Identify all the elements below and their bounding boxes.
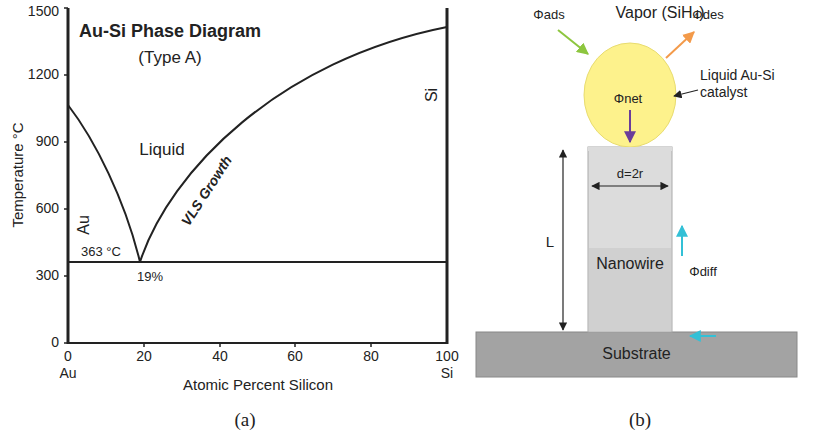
- panel-label: (b): [629, 410, 651, 431]
- node-text: Nanowire: [588, 255, 672, 273]
- axis-tick: 1200: [28, 67, 59, 82]
- substrate: Substrate: [476, 332, 797, 377]
- phase-label: Au: [75, 215, 93, 235]
- axis-tick: 0: [51, 335, 59, 350]
- flux-label: Φads: [533, 8, 564, 22]
- flux-label: Φdiff: [689, 265, 716, 279]
- node-text: Substrate: [476, 345, 797, 363]
- chart-subtitle: (Type A): [138, 49, 201, 68]
- phase-diagram: [64, 8, 448, 347]
- eutectic-comp: 19%: [137, 270, 163, 284]
- axis-tick: 40: [212, 349, 228, 364]
- chart-title: Au-Si Phase Diagram: [79, 22, 261, 42]
- axis-end-label: Au: [59, 366, 76, 381]
- axis-tick: 20: [136, 349, 152, 364]
- panel-label: (a): [234, 410, 255, 431]
- phase-label: Si: [423, 88, 441, 102]
- nanowire-schematic: [476, 30, 797, 377]
- flux-label: Φnet: [614, 92, 642, 106]
- axis-tick: 100: [435, 349, 458, 364]
- dimension-label: L: [546, 234, 554, 251]
- curve-label: VLS Growth: [179, 153, 236, 229]
- axis-tick: 1500: [28, 4, 59, 19]
- vapor-label: Vapor (SiH₄): [616, 4, 705, 22]
- axis-tick: 80: [363, 349, 379, 364]
- axis-tick: 300: [36, 268, 59, 283]
- dimension-label: d=2r: [617, 167, 643, 181]
- node-text: Liquid Au-Si catalyst: [700, 67, 796, 101]
- nanowire: Nanowire: [588, 147, 672, 332]
- eutectic-temp: 363 °C: [81, 245, 121, 259]
- axis-end-label: Si: [441, 366, 453, 381]
- axis-tick: 60: [287, 349, 303, 364]
- axis-tick: 0: [64, 349, 72, 364]
- catalyst-droplet: Liquid Au-Si catalyst: [584, 43, 676, 147]
- axis-tick: 900: [36, 134, 59, 149]
- axis-title: Atomic Percent Silicon: [183, 377, 333, 394]
- axis-tick: 600: [36, 201, 59, 216]
- axis-title: Temperature °C: [10, 122, 27, 227]
- region-label: Liquid: [139, 141, 184, 160]
- flux-label: Φdes: [692, 8, 723, 22]
